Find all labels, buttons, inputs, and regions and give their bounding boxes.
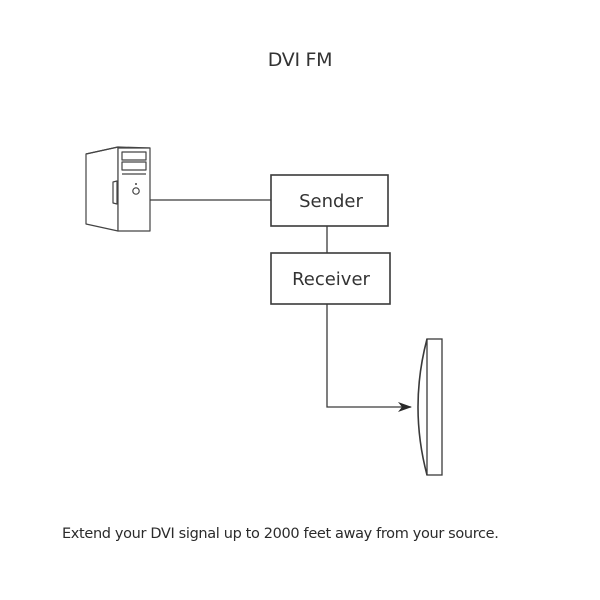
receiver-box bbox=[270, 252, 391, 305]
monitor-screen-edge bbox=[426, 338, 443, 476]
sender-box bbox=[270, 174, 389, 227]
edge-receiver-monitor bbox=[326, 304, 412, 412]
monitor-icon bbox=[417, 338, 443, 476]
monitor-back-curve bbox=[417, 338, 428, 476]
diagram-title: DVI FM bbox=[267, 49, 333, 71]
led-icon bbox=[135, 183, 137, 185]
sender-node: Sender bbox=[270, 174, 389, 227]
receiver-node: Receiver bbox=[270, 252, 391, 305]
receiver-label: Receiver bbox=[292, 269, 370, 290]
sender-label: Sender bbox=[299, 191, 363, 212]
drive-bay-2 bbox=[121, 161, 147, 171]
power-button-icon bbox=[132, 187, 140, 195]
diagram-caption: Extend your DVI signal up to 2000 feet a… bbox=[62, 526, 499, 542]
drive-bay-1 bbox=[121, 151, 147, 161]
desktop-tower-icon bbox=[85, 146, 151, 232]
tower-handle bbox=[112, 180, 118, 205]
